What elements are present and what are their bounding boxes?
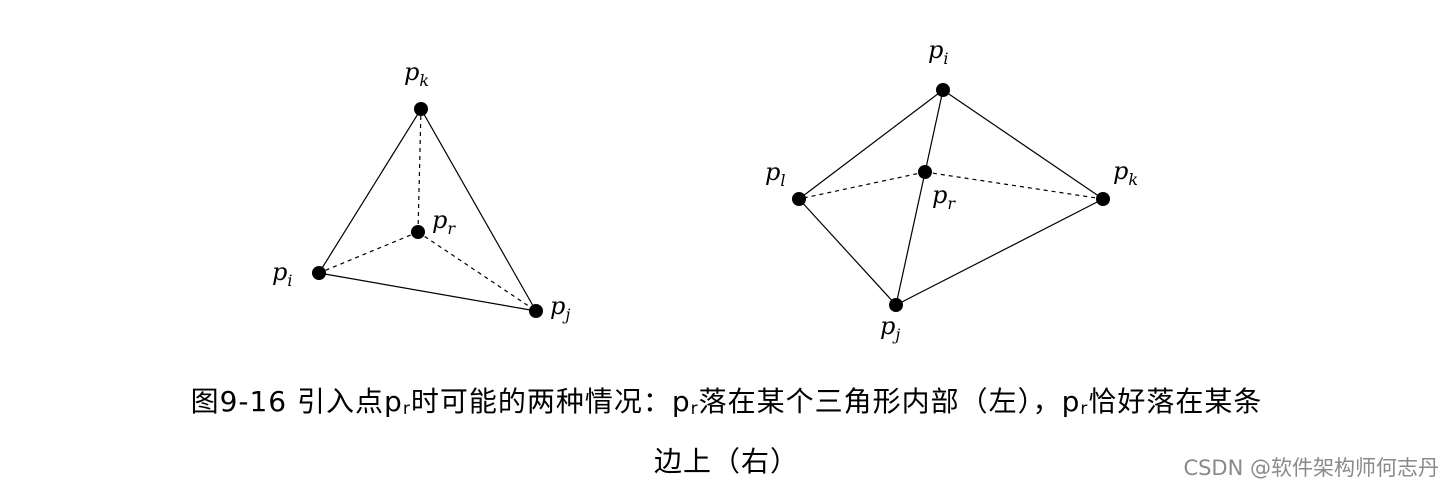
dashed-pr-pi [318, 231, 419, 274]
triangulation-figure: pk pr pi pj pi pl pr pk pj [272, 36, 1138, 344]
point-pi [936, 83, 950, 97]
point-pr [411, 225, 425, 239]
edge-pi-pk [942, 89, 1104, 200]
edge-pl-pj [798, 198, 897, 306]
point-pl [792, 192, 806, 206]
edge-pk-pj [420, 108, 537, 312]
dashed-pr-pk [924, 171, 1104, 200]
point-pj [529, 304, 543, 318]
point-pk [414, 102, 428, 116]
point-pr [918, 165, 932, 179]
edge-pi-pl [798, 89, 944, 200]
label-pl: pl [765, 158, 786, 190]
dashed-pr-pj [417, 231, 537, 312]
label-pj: pj [550, 292, 570, 324]
edge-pi-pj [318, 272, 537, 312]
label-pi: pi [272, 258, 293, 290]
caption-point-pr-2: pr [671, 385, 699, 419]
label-pk: pk [404, 58, 429, 90]
caption-point-pr-3: pr [1061, 385, 1089, 419]
caption-mid: 时可能的两种情况： [410, 385, 672, 418]
caption-prefix: 图9-16 引入点 [190, 385, 385, 418]
figure-caption-line2: 边上（右） [653, 445, 799, 478]
right-diagram: pi pl pr pk pj [765, 36, 1138, 344]
label-pr: pr [932, 181, 956, 213]
dashed-pr-pk [417, 108, 422, 233]
label-pj: pj [880, 312, 900, 344]
edge-pk-pi [318, 108, 422, 274]
figure-caption-line1: 图9-16 引入点pr时可能的两种情况：pr落在某个三角形内部（左），pr恰好落… [0, 380, 1453, 420]
caption-point-pr: pr [384, 385, 411, 419]
edge-pi-pj [895, 89, 944, 306]
point-pj [889, 298, 903, 312]
caption-suffix: 恰好落在某条 [1088, 385, 1263, 418]
caption-mid2: 落在某个三角形内部（左）， [698, 385, 1062, 418]
point-pk [1096, 192, 1110, 206]
watermark-text: CSDN @软件架构师何志丹 [1183, 456, 1439, 480]
dashed-pr-pl [798, 171, 926, 200]
left-diagram: pk pr pi pj [272, 58, 570, 324]
label-pi: pi [928, 36, 949, 68]
label-pr: pr [432, 206, 456, 238]
edge-pk-pj [895, 198, 1104, 306]
label-pk: pk [1113, 157, 1138, 189]
point-pi [312, 266, 326, 280]
